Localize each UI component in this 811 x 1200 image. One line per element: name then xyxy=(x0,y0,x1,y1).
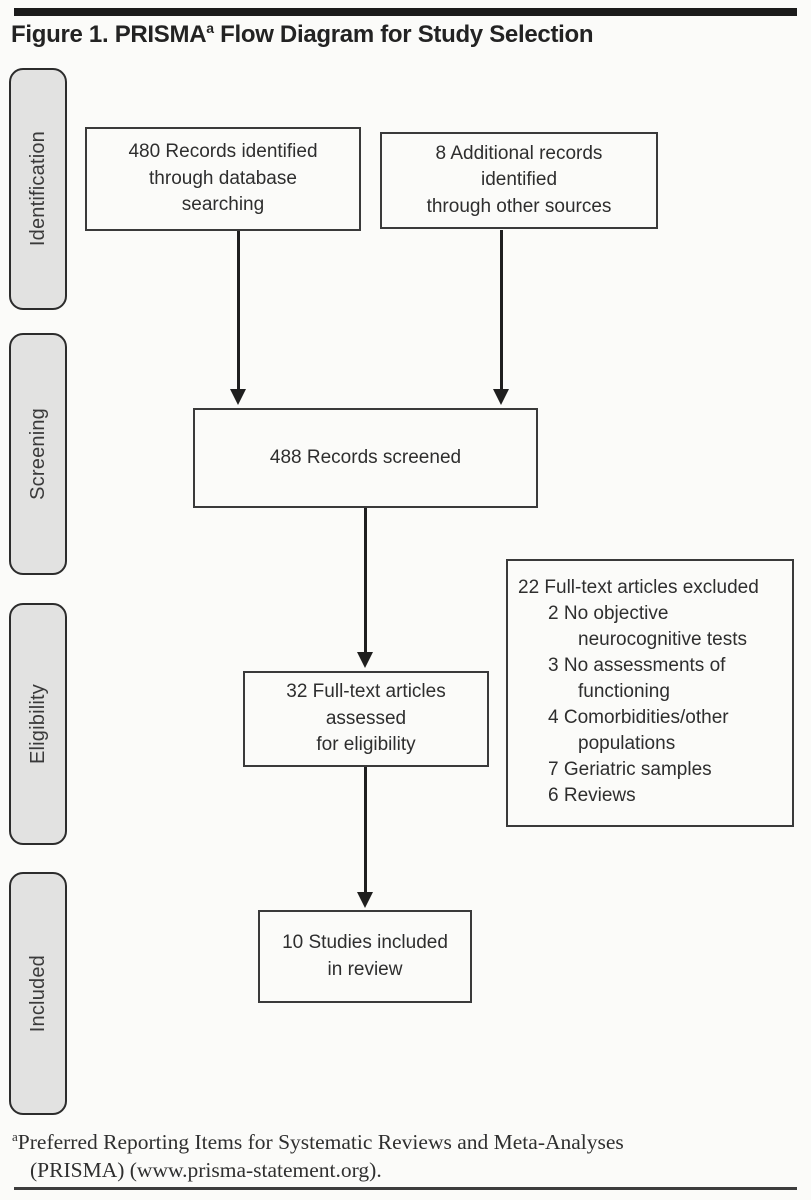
top-rule xyxy=(14,8,797,16)
box-fulltext-assessed-text: 32 Full-text articles assessed for eligi… xyxy=(286,681,446,756)
stage-screening: Screening xyxy=(9,333,67,575)
stage-included: Included xyxy=(9,872,67,1115)
exclusion-reason-line: 7 Geriatric samples xyxy=(548,759,712,780)
box-fulltext-assessed: 32 Full-text articles assessed for eligi… xyxy=(243,671,489,767)
box-records-screened: 488 Records screened xyxy=(193,408,538,508)
exclusion-reason-line: 6 Reviews xyxy=(548,785,636,806)
box-records-identified: 480 Records identified through database … xyxy=(85,127,361,231)
arrow-shaft xyxy=(363,767,367,894)
exclusion-reason-line: 4 Comorbidities/other xyxy=(548,707,729,728)
box-fulltext-excluded: 22 Full-text articles excluded 2 No obje… xyxy=(506,559,794,827)
arrow-head-icon xyxy=(493,389,509,405)
bottom-rule xyxy=(14,1187,797,1190)
footnote-line1: aPreferred Reporting Items for Systemati… xyxy=(12,1128,802,1156)
box-studies-included: 10 Studies included in review xyxy=(258,910,472,1003)
stage-eligibility-label: Eligibility xyxy=(26,683,49,764)
box-studies-included-text: 10 Studies included in review xyxy=(282,931,448,980)
arrow-head-icon xyxy=(230,389,246,405)
footnote: aPreferred Reporting Items for Systemati… xyxy=(12,1128,802,1184)
exclusion-reason-line-cont: neurocognitive tests xyxy=(578,629,747,650)
stage-identification-label: Identification xyxy=(26,131,49,247)
exclusion-reason-line-cont: populations xyxy=(578,733,676,754)
footnote-superscript: a xyxy=(12,1128,18,1144)
figure-title-superscript: a xyxy=(206,20,214,36)
figure-title: Figure 1. PRISMAa Flow Diagram for Study… xyxy=(11,20,594,49)
box-additional-records-text: 8 Additional records identified through … xyxy=(426,142,612,217)
box-records-screened-text: 488 Records screened xyxy=(269,446,462,468)
arrow-head-icon xyxy=(357,652,373,668)
arrow-database-to-screened-icon xyxy=(230,231,246,405)
exclusion-total-line: 22 Full-text articles excluded xyxy=(518,577,759,598)
stage-included-label: Included xyxy=(26,954,49,1033)
arrow-shaft xyxy=(363,508,367,654)
stage-eligibility: Eligibility xyxy=(9,603,67,845)
arrow-othersources-to-screened-icon xyxy=(493,230,509,405)
stage-screening-label: Screening xyxy=(26,408,49,500)
box-additional-records: 8 Additional records identified through … xyxy=(380,132,658,229)
figure-title-prefix: Figure 1. PRISMA xyxy=(11,21,207,48)
arrow-shaft xyxy=(236,231,240,391)
arrow-screened-to-fulltext-icon xyxy=(357,508,373,668)
arrow-head-icon xyxy=(357,892,373,908)
stage-identification: Identification xyxy=(9,68,67,310)
arrow-shaft xyxy=(499,230,503,391)
exclusion-reason-line: 2 No objective xyxy=(548,603,669,624)
footnote-line1-text: Preferred Reporting Items for Systematic… xyxy=(17,1130,624,1154)
exclusion-reason-line: 3 No assessments of xyxy=(548,655,726,676)
exclusion-reason-line-cont: functioning xyxy=(578,681,670,702)
figure-title-suffix: Flow Diagram for Study Selection xyxy=(213,21,594,48)
arrow-fulltext-to-included-icon xyxy=(357,767,373,908)
footnote-line2: (PRISMA) (www.prisma-statement.org). xyxy=(30,1158,382,1182)
box-records-identified-text: 480 Records identified through database … xyxy=(128,141,318,216)
